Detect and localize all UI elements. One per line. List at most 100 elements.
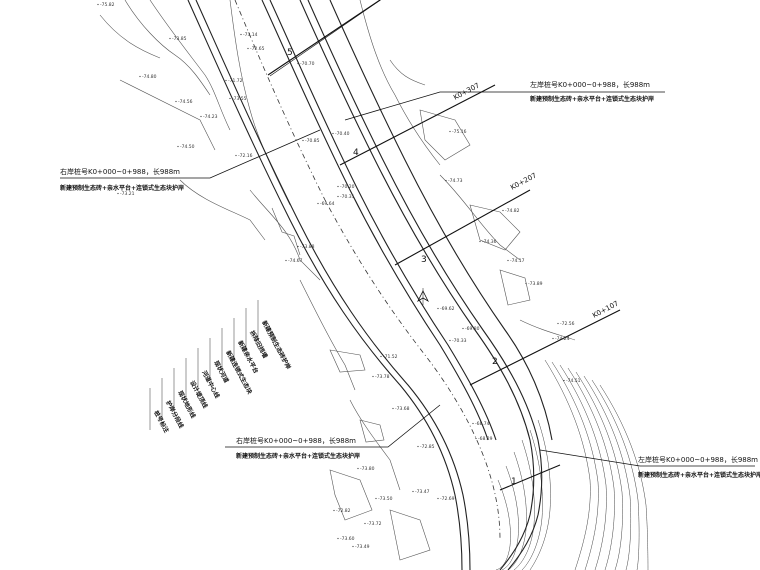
spot-level-label: -69.62 bbox=[440, 306, 455, 312]
spot-level-label: -73.21 bbox=[120, 191, 135, 197]
legend-item: 桩号标注 bbox=[152, 409, 170, 434]
callout-right-bank-mid-line1: 右岸桩号K0+000~0+988，长988m bbox=[236, 436, 356, 445]
spot-level-label: -72.56 bbox=[560, 321, 575, 327]
callout-left-bank-bottom-line2: 新建预制生态砖+亲水平台+连锁式生态块护岸 bbox=[638, 471, 760, 479]
legend-labels: 新建预制生态砖护岸 拆除旧挡墙 新建亲水平台 新建连锁式生态块 现状河道 河道中… bbox=[152, 319, 292, 434]
spot-level-label: -73.85 bbox=[172, 36, 187, 42]
spot-level-point bbox=[437, 307, 439, 310]
spot-level-point bbox=[200, 115, 202, 118]
spot-level-label: -74.17 bbox=[510, 258, 525, 264]
spot-level-point bbox=[507, 259, 509, 262]
section-1: 1 bbox=[511, 477, 517, 487]
chainage-k0-207: K0+207 bbox=[509, 171, 538, 191]
cross-sections bbox=[267, 0, 621, 491]
spot-level-point bbox=[229, 97, 231, 100]
callout-left-bank-bottom-line1: 左岸桩号K0+000~0+988，长988m bbox=[638, 455, 758, 464]
spot-level-point bbox=[375, 497, 377, 500]
spot-level-point bbox=[352, 545, 354, 548]
spot-level-point bbox=[449, 339, 451, 342]
callout-leaders bbox=[60, 91, 755, 467]
spot-level-point bbox=[364, 522, 366, 525]
spot-level-label: -74.67 bbox=[288, 258, 303, 264]
spot-level-point bbox=[169, 37, 171, 40]
spot-level-point bbox=[297, 62, 299, 65]
spot-level-label: -71.72 bbox=[228, 78, 243, 84]
right-bank-terrain bbox=[359, 0, 576, 341]
spot-level-point bbox=[412, 490, 414, 493]
spot-level-label: -74.80 bbox=[142, 74, 157, 80]
spot-level-point bbox=[332, 132, 334, 135]
spot-level-point bbox=[285, 259, 287, 262]
spot-level-label: -70.33 bbox=[452, 338, 467, 344]
spot-level-point bbox=[247, 47, 249, 50]
spot-level-label: -74.50 bbox=[180, 144, 195, 150]
spot-level-point bbox=[317, 202, 319, 205]
spot-level-label: -70.70 bbox=[300, 61, 315, 67]
spot-level-label: -70.85 bbox=[305, 138, 320, 144]
spot-level-point bbox=[552, 337, 554, 340]
spot-level-label: -73.50 bbox=[378, 496, 393, 502]
spot-level-point bbox=[557, 322, 559, 325]
spot-level-label: -74.36 bbox=[482, 239, 497, 245]
section-2: 2 bbox=[492, 357, 498, 367]
callout-right-bank-left-line1: 右岸桩号K0+000~0+988，长988m bbox=[60, 167, 180, 176]
spot-level-point bbox=[297, 245, 299, 248]
spot-level-label: -70.31 bbox=[340, 194, 355, 200]
spot-level-label: -74.73 bbox=[448, 178, 463, 184]
spot-level-point bbox=[235, 154, 237, 157]
callout-left-bank-top-line2: 新建预制生态砖+亲水平台+连锁式生态块护岸 bbox=[530, 95, 654, 103]
compass-marker-icon bbox=[417, 288, 429, 305]
chainage-k0-307: K0+307 bbox=[452, 81, 481, 101]
spot-level-point bbox=[302, 139, 304, 142]
section-5: 5 bbox=[287, 48, 293, 58]
spot-level-label: -69.64 bbox=[320, 201, 335, 207]
spot-level-label: -74.56 bbox=[178, 99, 193, 105]
left-bank-terrain bbox=[99, 0, 431, 561]
spot-level-label: -73.55 bbox=[232, 96, 247, 102]
spot-level-point bbox=[337, 195, 339, 198]
spot-level-point bbox=[417, 445, 419, 448]
spot-level-point bbox=[357, 467, 359, 470]
spot-level-label: -73.72 bbox=[367, 521, 382, 527]
spot-level-point bbox=[117, 192, 119, 195]
spot-level-point bbox=[563, 379, 565, 382]
spot-level-label: -74.23 bbox=[203, 114, 218, 120]
spot-level-point bbox=[479, 240, 481, 243]
spot-level-label: -73.14 bbox=[243, 32, 258, 38]
legend-item: 新建预制生态砖护岸 bbox=[260, 319, 292, 370]
spot-level-point bbox=[175, 100, 177, 103]
spot-level-point bbox=[392, 407, 394, 410]
spot-level-label: -73.80 bbox=[360, 466, 375, 472]
spot-level-label: -74.51 bbox=[566, 378, 581, 384]
hill-contours bbox=[495, 359, 649, 570]
spot-level-point bbox=[337, 185, 339, 188]
spot-level-label: -75.82 bbox=[100, 2, 115, 8]
spot-level-label: -73.68 bbox=[395, 406, 410, 412]
spot-level-point bbox=[97, 3, 99, 6]
spot-level-point bbox=[462, 327, 464, 330]
spot-level-label: -73.78 bbox=[375, 374, 390, 380]
spot-level-point bbox=[333, 509, 335, 512]
legend-item: 现状河道 bbox=[212, 359, 230, 384]
spot-level-point bbox=[225, 79, 227, 82]
spot-level-point bbox=[240, 33, 242, 36]
spot-level-label: -74.82 bbox=[505, 208, 520, 214]
legend-leaders bbox=[149, 300, 259, 430]
spot-level-label: -73.88 bbox=[300, 244, 315, 250]
callout-right-bank-mid-line2: 新建预制生态砖+亲水平台+连锁式生态块护岸 bbox=[236, 452, 360, 460]
callout-right-bank-left-line2: 新建预制生态砖+亲水平台+连锁式生态块护岸 bbox=[60, 184, 184, 192]
spot-level-label: -72.85 bbox=[420, 444, 435, 450]
spot-level-label: -75.16 bbox=[452, 129, 467, 135]
spot-level-label: -72.16 bbox=[238, 153, 253, 159]
spot-level-label: -73.89 bbox=[528, 281, 543, 287]
spot-level-point bbox=[475, 437, 477, 440]
spot-level-label: -72.65 bbox=[250, 46, 265, 52]
spot-level-point bbox=[139, 75, 141, 78]
spot-level-label: -74.24 bbox=[555, 336, 570, 342]
spot-level-point bbox=[372, 375, 374, 378]
spot-level-point bbox=[502, 209, 504, 212]
spot-level-point bbox=[445, 179, 447, 182]
spot-level-label: -72.69 bbox=[440, 496, 455, 502]
spot-elevations: -75.82 -73.85 -74.80 -74.56 -74.23 -73.55 -72.… bbox=[97, 2, 581, 550]
